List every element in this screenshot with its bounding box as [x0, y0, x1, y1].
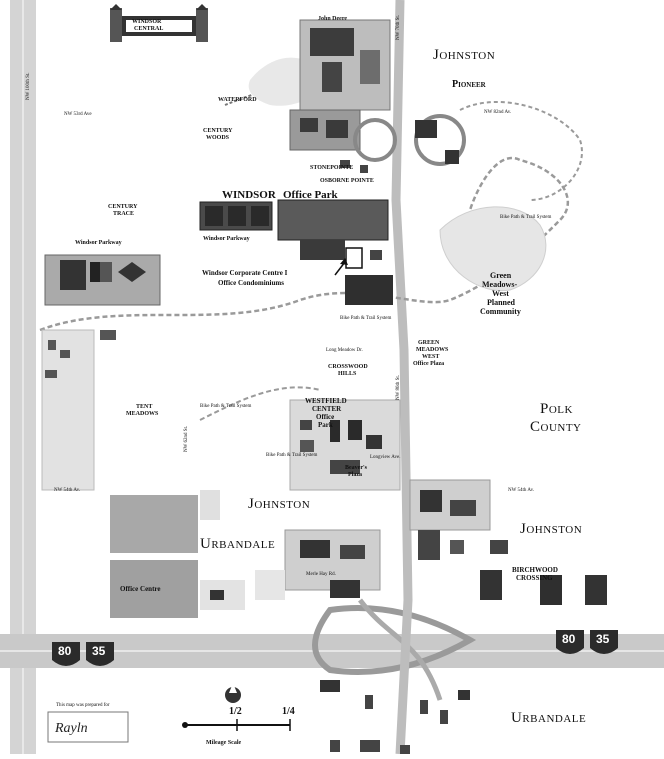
crosswood-hills-2: HILLS — [338, 371, 357, 377]
century-woods-2: WOODS — [206, 135, 230, 141]
longview-label: Longview Ave. — [370, 455, 401, 460]
interstate-35-label-right: 35 — [596, 632, 610, 646]
bike-path-1: Bike Path & Trail System — [500, 215, 552, 220]
region-johnston-mid: Johnston — [248, 496, 311, 512]
bike-path-3: Bike Path & Trail System — [200, 404, 252, 409]
scale-quarter: 1/4 — [282, 706, 295, 717]
nw-54th-label: NW 54th Av. — [54, 488, 81, 493]
bike-path-4: Bike Path & Trail System — [266, 453, 318, 458]
bike-path-2: Bike Path & Trail System — [340, 316, 392, 321]
compass-rose — [225, 683, 241, 703]
windsor-shield-2: CENTRAL — [134, 26, 164, 32]
beavers-plaza-2: Plaza — [348, 472, 362, 478]
green-meadows-area — [439, 206, 547, 292]
century-trace-2: TRACE — [113, 211, 135, 217]
windsor-gate-logo — [110, 4, 208, 42]
green-meadows-west-5: Community — [480, 307, 521, 316]
region-johnston-top: Johnston — [433, 47, 496, 63]
merle-hay-label: Merle Hay Rd. — [306, 572, 336, 577]
long-meadow-label: Long Meadow Dr. — [326, 348, 363, 353]
birchwood-crossing-1: BIRCHWOOD — [512, 566, 558, 574]
westfield-center-1: WESTFIELD — [305, 397, 347, 405]
westfield-center-4: Park — [318, 421, 333, 429]
crosswood-hills-1: CROSSWOOD — [328, 364, 368, 370]
bike-trail — [39, 156, 570, 332]
nw-86th-street — [391, 0, 413, 755]
nw-62nd-label: NW 62nd St. — [184, 425, 189, 452]
green-meadows-office-3: WEST — [422, 354, 440, 360]
interstate-35-shield-right — [590, 630, 618, 654]
urbandale-parcel-bottom — [110, 560, 198, 618]
interstate-80-shield-right — [556, 630, 584, 654]
nw-82nd-label: NW 82nd Av. — [484, 110, 512, 115]
nw-100th-label: NW 100th St. — [26, 72, 31, 100]
green-meadows-office-2: MEADOWS — [416, 347, 449, 353]
green-meadows-west-3: West — [492, 289, 509, 298]
region-urbandale-mid: Urbandale — [200, 536, 276, 552]
nw-86th-label: NW 86th St. — [396, 374, 401, 400]
green-meadows-office-1: GREEN — [418, 340, 440, 346]
tent-meadows-2: MEADOWS — [126, 411, 159, 417]
windsor-parkway-inner: Windsor Parkway — [203, 236, 250, 242]
region-polk-line2: County — [530, 419, 582, 435]
credit-text: This map was prepared for — [56, 703, 110, 708]
nw-54th-right-label: NW 54th Av. — [508, 488, 535, 493]
green-meadows-west-4: Planned — [487, 298, 516, 307]
svg-text:Rayln: Rayln — [54, 721, 88, 736]
windsor-corporate-2: Office Condominiums — [218, 279, 284, 287]
westfield-center-2: CENTER — [312, 405, 342, 413]
green-meadows-office-4: Office Plaza — [413, 361, 445, 367]
interstate-35-shield-left — [86, 642, 114, 666]
century-trace-1: CENTURY — [108, 204, 138, 210]
john-deere-label: John Deere — [318, 16, 348, 22]
region-pioneer: Pioneer — [452, 79, 486, 90]
windsor-shield-1: WINDSOR — [132, 19, 162, 25]
interstate-80-shield-left — [52, 642, 80, 666]
westfield-center-3: Office — [316, 413, 335, 421]
scale-half: 1/2 — [229, 706, 242, 717]
urbandale-parcel-top — [110, 495, 198, 553]
school-parcel — [44, 254, 161, 306]
region-johnston-right: Johnston — [520, 521, 583, 537]
birchwood-crossing-2: CROSSING — [516, 574, 553, 582]
nw-53rd-label: NW 53rd Ave — [64, 112, 92, 117]
interstate-80-label-right: 80 — [562, 632, 576, 646]
region-polk-line1: Polk — [540, 401, 573, 417]
credit-logo — [47, 711, 129, 743]
waterford-label: WATERFORD — [218, 97, 257, 103]
windsor-parkway: Windsor Parkway — [75, 240, 122, 246]
green-meadows-west-1: Green — [490, 271, 512, 280]
region-urbandale-bottom: Urbandale — [511, 710, 587, 726]
office-park-label: Office Park — [283, 189, 338, 201]
interstate-35-label-left: 35 — [92, 644, 106, 658]
office-centre-label: Office Centre — [120, 585, 161, 593]
windsor-office-park — [199, 199, 393, 305]
century-woods-1: CENTURY — [203, 128, 233, 134]
green-meadows-west-2: Meadows- — [482, 280, 518, 289]
mileage-scale — [182, 719, 291, 731]
john-deere-campus — [299, 19, 391, 111]
nw-70th-label: NW 70th St. — [396, 14, 401, 40]
beavers-plaza-1: Beaver's — [345, 465, 367, 471]
windsor-corporate-1: Windsor Corporate Centre I — [202, 269, 288, 277]
osborne-pointe-label: OSBORNE POINTE — [320, 178, 374, 184]
windsor-label: WINDSOR — [222, 189, 276, 201]
tent-meadows-1: TENT — [136, 404, 153, 410]
interstate-80-label-left: 80 — [58, 644, 72, 658]
mileage-scale-label: Mileage Scale — [206, 740, 242, 746]
westfield-office-park — [289, 399, 401, 491]
stonepointe-label: STONEPOINTE — [310, 165, 354, 171]
